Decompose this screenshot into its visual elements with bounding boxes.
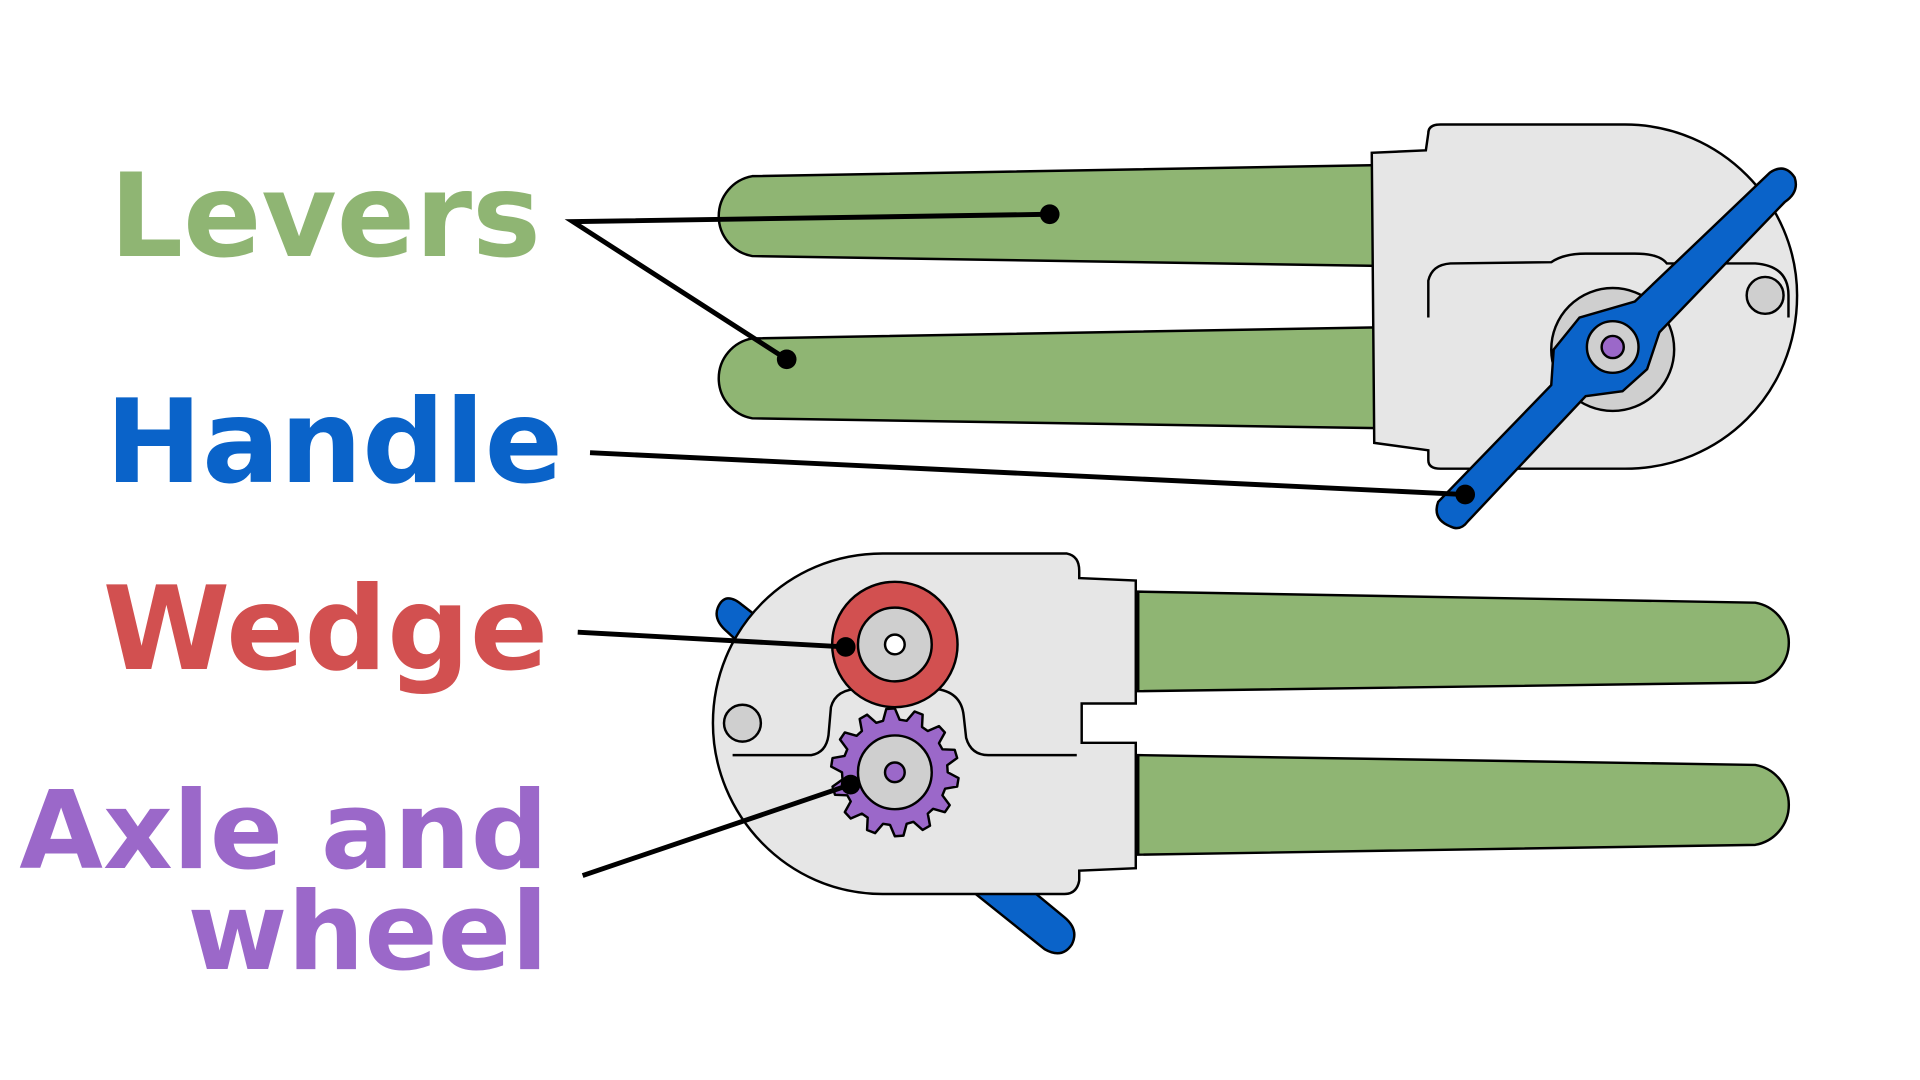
wedge-dot [835,637,856,657]
leader-dots [776,204,1476,795]
leader-lines [564,211,1466,878]
axle-dot [840,774,861,795]
bottom-pin [722,703,763,743]
bottom-lower-lever [1137,753,1791,856]
top-pin [1745,275,1785,316]
bottom-housing [711,552,1138,896]
axle-label-line1: Axle and [19,768,548,894]
top-jaw-plate [1427,252,1790,318]
axle-label-line2: wheel [188,869,549,995]
wedge-center [883,633,906,656]
lower-lever [717,326,1378,430]
levers-dot-bottom [776,349,797,370]
handle-dot [1455,484,1476,505]
axle-leader [581,782,852,878]
wedge-label: Wedge [103,563,548,697]
levers-label: Levers [109,150,540,284]
wedge-leader [577,629,846,650]
bottom-upper-lever [1137,590,1791,693]
levers-dot-top [1039,204,1060,225]
bottom-tool [711,552,1791,955]
handle-label: Handle [105,376,563,510]
top-axle-inner [1600,334,1625,360]
handle-leader [589,450,1466,497]
levers-leader [564,211,1050,362]
gear-center [883,761,906,784]
top-tool [717,123,1799,530]
